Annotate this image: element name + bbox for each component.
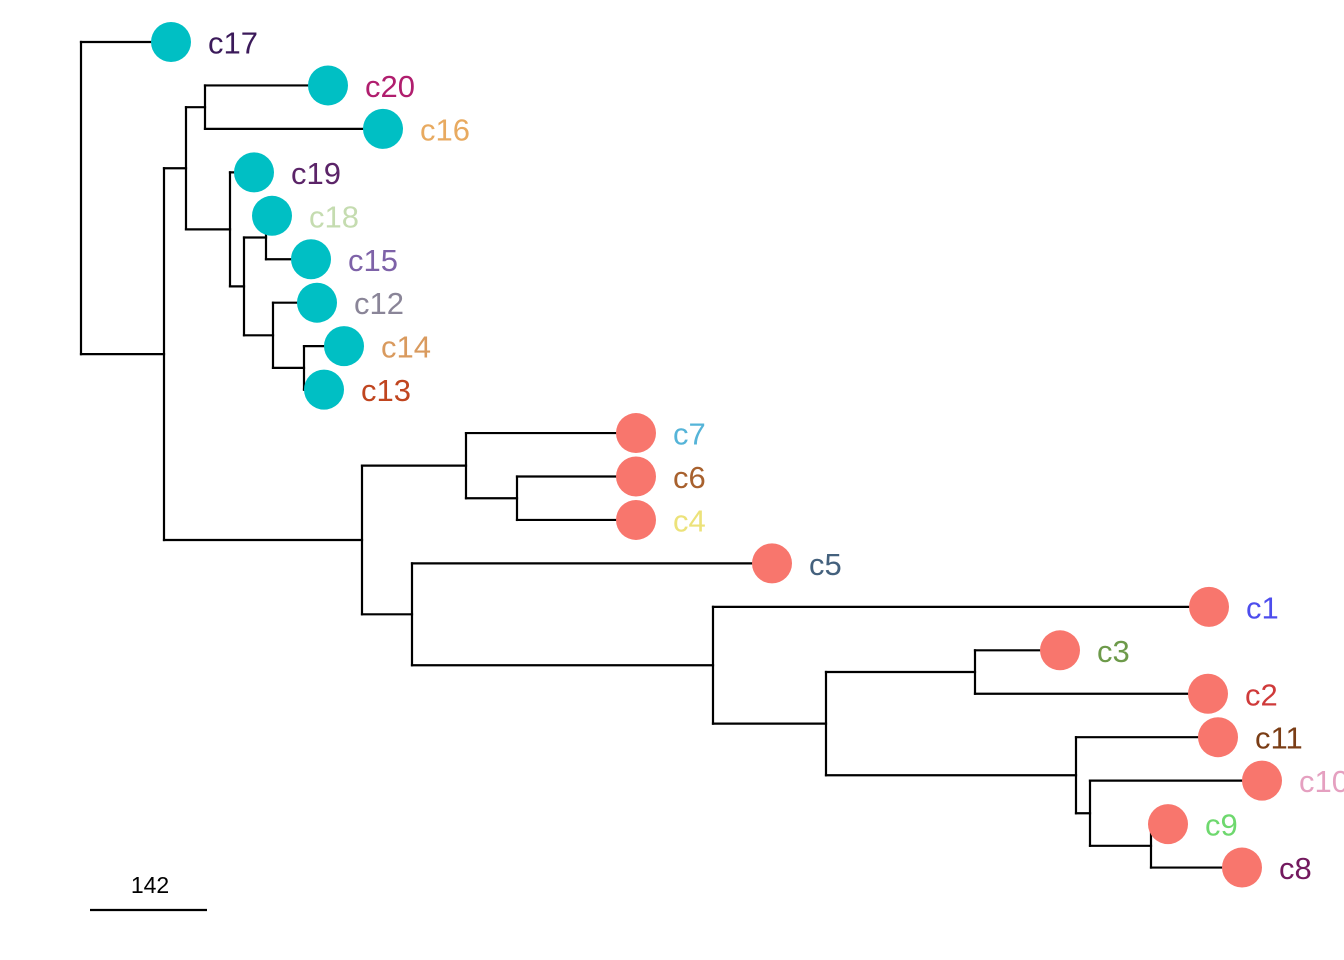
- tip-point: [1188, 673, 1228, 714]
- tip-label-c13: c13: [361, 373, 411, 408]
- tip-point: [616, 499, 656, 540]
- tip-point: [1040, 630, 1080, 671]
- tip-label-c2: c2: [1245, 677, 1278, 712]
- tip-label-c6: c6: [673, 460, 706, 495]
- scale-bar-label: 142: [131, 872, 169, 898]
- tip-point: [252, 195, 292, 236]
- tip-label-c3: c3: [1097, 634, 1130, 669]
- tip-label-c10: c10: [1299, 764, 1344, 799]
- tip-label-c9: c9: [1205, 808, 1238, 843]
- tip-point: [1198, 717, 1238, 758]
- tip-label-c4: c4: [673, 503, 706, 538]
- tip-label-c11: c11: [1255, 721, 1303, 756]
- tip-point: [297, 282, 337, 323]
- tip-point: [1242, 760, 1282, 801]
- tip-point: [363, 108, 403, 149]
- tip-label-c20: c20: [365, 69, 415, 104]
- tip-point: [616, 456, 656, 497]
- tip-label-c17: c17: [208, 26, 258, 61]
- tip-label-c7: c7: [673, 417, 706, 452]
- tip-point: [1222, 847, 1262, 888]
- tip-label-c15: c15: [348, 243, 398, 278]
- tip-point: [324, 326, 364, 367]
- tip-point: [291, 239, 331, 280]
- tip-label-c14: c14: [381, 330, 431, 365]
- tip-label-c16: c16: [420, 112, 470, 147]
- tip-point: [616, 413, 656, 454]
- tip-label-c19: c19: [291, 156, 341, 191]
- tip-point: [1189, 586, 1229, 627]
- tip-label-c18: c18: [309, 199, 359, 234]
- tip-point: [1148, 804, 1188, 845]
- tip-point: [308, 65, 348, 106]
- tip-label-c1: c1: [1246, 590, 1279, 625]
- tip-point: [752, 543, 792, 584]
- tip-point: [304, 369, 344, 410]
- tip-point: [234, 152, 274, 193]
- tip-label-c12: c12: [354, 286, 404, 321]
- tip-point: [151, 22, 191, 62]
- scale-bar: 142: [90, 872, 207, 912]
- tip-label-c5: c5: [809, 547, 842, 582]
- tip-label-c8: c8: [1279, 851, 1312, 886]
